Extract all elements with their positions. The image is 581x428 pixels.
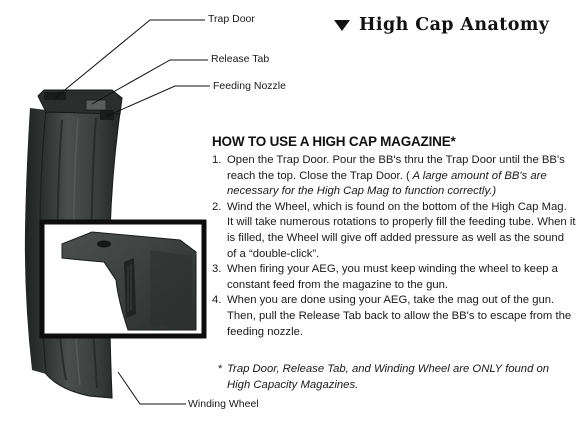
instruction-step: 2. Wind the Wheel, which is found on the… [212,200,576,262]
step-number: 2. [212,200,222,213]
inset-shading [150,250,192,326]
winding-wheel-leader [117,371,186,405]
page-title-block: High Cap Anatomy [334,13,574,37]
step-text: Wind the Wheel, which is found on the bo… [227,200,576,260]
page-title: High Cap Anatomy [359,15,550,35]
footnote-star: * [218,363,223,375]
footnote-text: Trap Door, Release Tab, and Winding Whee… [227,363,550,391]
trap-door-shape [44,92,66,100]
step-text: Open the Trap Door. Pour the BB's thru t… [227,154,565,182]
footnote: * Trap Door, Release Tab, and Winding Wh… [212,362,574,393]
step-number: 3. [212,263,222,276]
instruction-step: 4. When you are done using your AEG, tak… [212,293,576,340]
step-note: A large amount of BB's are necessary for… [227,169,547,198]
feeding-nozzle-leader [106,85,210,117]
feeding-nozzle-shape [100,110,114,120]
step-number: 4. [212,294,222,307]
instruction-step: 3. When firing your AEG, you must keep w… [212,262,576,293]
release-tab-leader [91,59,208,105]
inset-wheel-ridge [127,264,132,312]
triangle-down-icon [334,19,350,31]
winding-wheel-label: Winding Wheel [188,398,259,410]
step-text: When firing your AEG, you must keep wind… [227,263,558,291]
release-tab-shape [85,99,107,111]
inset-wheel [124,258,136,318]
feeding-nozzle-label: Feeding Nozzle [213,80,286,92]
instructions-heading: HOW TO USE A HIGH CAP MAGAZINE* [212,134,456,149]
inset-wheel-hole [97,240,111,248]
instruction-step: 1. Open the Trap Door. Pour the BB's thr… [212,153,576,200]
release-tab-label: Release Tab [211,53,270,65]
trap-door-leader [54,19,205,99]
instructions-list: 1. Open the Trap Door. Pour the BB's thr… [212,153,576,340]
step-text: When you are done using your AEG, take t… [227,294,572,338]
step-number: 1. [212,154,222,166]
trap-door-label: Trap Door [208,13,255,25]
